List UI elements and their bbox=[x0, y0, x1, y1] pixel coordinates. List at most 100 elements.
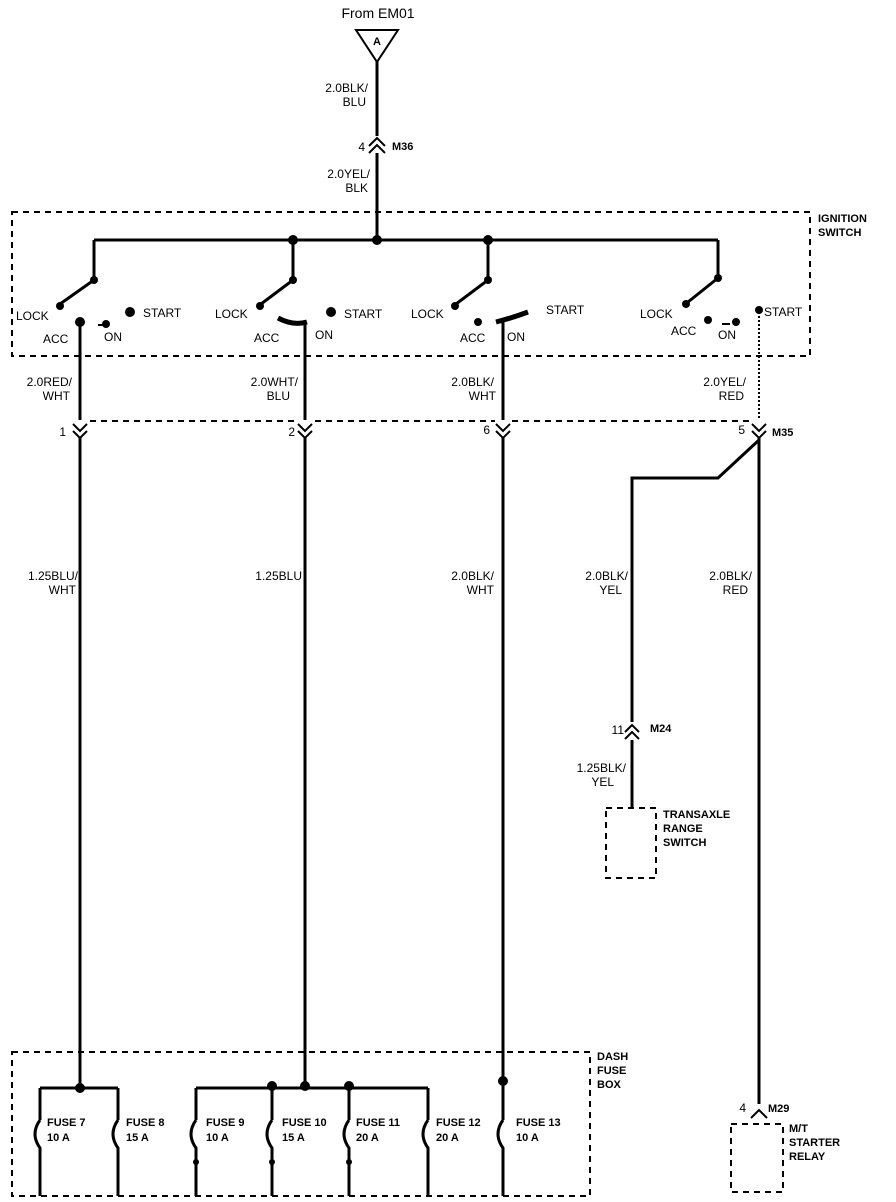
fuse-10-name: FUSE 10 bbox=[282, 1117, 327, 1129]
mid-wire-4-line2: YEL bbox=[599, 583, 622, 597]
switch-deck-1: LOCK ACC ON START bbox=[16, 276, 182, 420]
m35-pin6-symbol bbox=[495, 423, 511, 440]
transaxle-title-1: TRANSAXLE bbox=[663, 809, 730, 821]
bus-junction-3 bbox=[483, 235, 493, 245]
m36-pin: 4 bbox=[358, 140, 365, 154]
fuse-7-rating: 10 A bbox=[47, 1132, 70, 1144]
wire-transaxle bbox=[630, 438, 761, 722]
m35-pin-6: 6 bbox=[483, 423, 490, 437]
fuse-13-symbol bbox=[496, 1119, 505, 1196]
m29-pin: 4 bbox=[739, 1101, 746, 1115]
m36-label: M36 bbox=[392, 141, 413, 153]
deck2-wire-line1: 2.0WHT/ bbox=[251, 375, 299, 389]
switch-deck-4: LOCK ACC ON START bbox=[640, 274, 803, 420]
dash-fuse-box-title-2: FUSE bbox=[597, 1065, 626, 1077]
ignition-switch-box bbox=[11, 211, 811, 357]
starter-relay-title-1: M/T bbox=[789, 1123, 808, 1135]
mid-wire-3-line2: WHT bbox=[467, 583, 495, 597]
deck3-acc: ACC bbox=[460, 331, 486, 345]
fuse-bus-1-junction bbox=[75, 1083, 85, 1093]
fuse-8-rating: 15 A bbox=[126, 1132, 149, 1144]
fuse-11-name: FUSE 11 bbox=[356, 1117, 400, 1129]
switch-bus-drops bbox=[92, 240, 720, 278]
fuse-bus-2 bbox=[194, 1086, 430, 1120]
fuse-10-symbol bbox=[265, 1119, 274, 1196]
source-label: From EM01 bbox=[341, 5, 414, 21]
starter-relay-title-2: STARTER bbox=[789, 1137, 840, 1149]
m35-pin-2: 2 bbox=[288, 425, 295, 439]
deck4-acc: ACC bbox=[671, 324, 697, 338]
top-wire-lower-line2: BLK bbox=[345, 181, 368, 195]
m35-pin-1: 1 bbox=[59, 425, 66, 439]
fuse-12-name: FUSE 12 bbox=[436, 1117, 481, 1129]
m29-connector-symbol bbox=[750, 1108, 768, 1119]
switch-deck-3: LOCK ACC ON START bbox=[411, 276, 585, 420]
dash-fuse-box bbox=[11, 1051, 591, 1197]
deck4-lock: LOCK bbox=[640, 307, 673, 321]
m24-wire-line2: YEL bbox=[591, 775, 614, 789]
deck3-lock: LOCK bbox=[411, 307, 444, 321]
fuse-13-junction bbox=[498, 1076, 508, 1086]
top-wire-upper-line2: BLU bbox=[343, 95, 366, 109]
fuse-12-rating: 20 A bbox=[436, 1132, 459, 1144]
top-wire-lower-line1: 2.0YEL/ bbox=[327, 167, 370, 181]
fuse-bus-2-junction-a bbox=[267, 1081, 277, 1091]
mid-wire-1-line1: 1.25BLU/ bbox=[28, 569, 79, 583]
dash-fuse-box-title-1: DASH bbox=[597, 1051, 628, 1063]
transaxle-range-switch-box bbox=[605, 807, 657, 879]
fuse-11-rating: 20 A bbox=[356, 1132, 379, 1144]
deck2-wire-line2: BLU bbox=[267, 389, 290, 403]
deck1-wire-line2: WHT bbox=[43, 389, 71, 403]
switch-deck-2: LOCK ACC ON START bbox=[215, 276, 383, 420]
fuse-9-symbol bbox=[189, 1119, 198, 1196]
mid-wire-4-line1: 2.0BLK/ bbox=[585, 569, 628, 583]
m24-label: M24 bbox=[650, 723, 672, 735]
deck2-lock: LOCK bbox=[215, 307, 248, 321]
transaxle-title-3: SWITCH bbox=[663, 837, 706, 849]
mid-wire-5-line1: 2.0BLK/ bbox=[709, 569, 752, 583]
deck2-on: ON bbox=[315, 328, 333, 342]
mid-wire-1-line2: WHT bbox=[49, 583, 77, 597]
deck1-lock: LOCK bbox=[16, 309, 49, 323]
deck1-start: START bbox=[143, 306, 182, 320]
bus-junction-2 bbox=[288, 235, 298, 245]
deck2-acc: ACC bbox=[254, 331, 280, 345]
deck3-start: START bbox=[546, 303, 585, 317]
mid-wire-2-line1: 1.25BLU bbox=[255, 569, 302, 583]
source-connector-letter: A bbox=[373, 36, 381, 48]
fuse-7-symbol bbox=[33, 1119, 42, 1196]
deck4-wire-line1: 2.0YEL/ bbox=[703, 375, 746, 389]
starter-relay-box bbox=[730, 1123, 784, 1193]
ignition-switch-title-2: SWITCH bbox=[818, 227, 861, 239]
fuse-10-rating: 15 A bbox=[282, 1132, 305, 1144]
fuse-7-name: FUSE 7 bbox=[47, 1117, 86, 1129]
m35-pin5-symbol bbox=[751, 423, 767, 440]
deck3-wire-line2: WHT bbox=[469, 389, 497, 403]
fuse-bus-2-junction-b bbox=[300, 1081, 310, 1091]
mid-wire-3-line1: 2.0BLK/ bbox=[451, 569, 494, 583]
deck4-start: START bbox=[764, 305, 803, 319]
fuse-12-symbol bbox=[421, 1119, 430, 1196]
m24-connector-symbol bbox=[624, 723, 640, 740]
fuse-13-rating: 10 A bbox=[516, 1132, 539, 1144]
fuse-8-symbol bbox=[111, 1119, 120, 1196]
deck4-wire-line2: RED bbox=[719, 389, 745, 403]
bus-junction-feed bbox=[372, 235, 382, 245]
m35-label: M35 bbox=[772, 427, 793, 439]
dash-fuse-box-title-3: BOX bbox=[597, 1079, 622, 1091]
source-connector-triangle bbox=[354, 29, 400, 64]
fuse-13-name: FUSE 13 bbox=[516, 1117, 561, 1129]
transaxle-title-2: RANGE bbox=[663, 823, 703, 835]
starter-relay-title-3: RELAY bbox=[789, 1151, 826, 1163]
deck3-wire-line1: 2.0BLK/ bbox=[451, 375, 494, 389]
top-wire-upper-line1: 2.0BLK/ bbox=[325, 81, 368, 95]
fuse-9-rating: 10 A bbox=[206, 1132, 229, 1144]
m35-pin1-symbol bbox=[72, 423, 88, 440]
m35-pin-5: 5 bbox=[738, 423, 745, 437]
mid-wire-5-line2: RED bbox=[723, 583, 749, 597]
deck1-acc: ACC bbox=[43, 332, 69, 346]
m24-wire-line1: 1.25BLK/ bbox=[577, 761, 627, 775]
fuse-bus-2-junction-c bbox=[344, 1081, 354, 1091]
m29-label: M29 bbox=[768, 1103, 789, 1115]
